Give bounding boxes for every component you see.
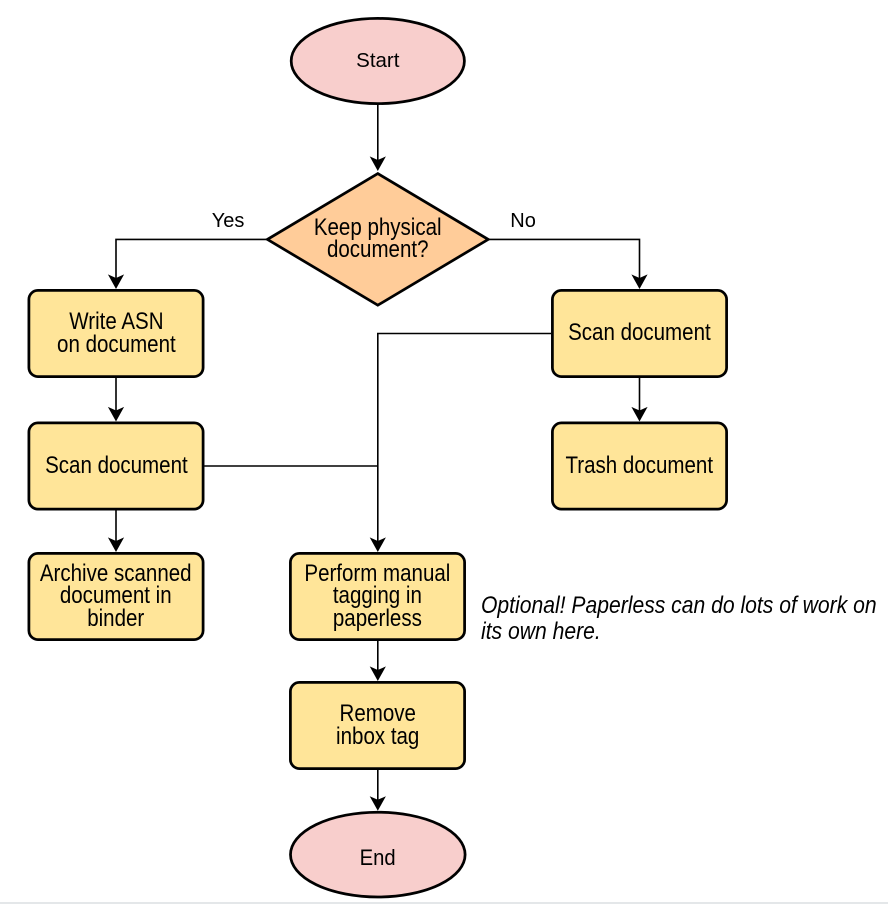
node-archive-shape <box>27 552 205 641</box>
node-decision-shape <box>264 171 491 307</box>
node-write-asn-shape <box>27 289 205 378</box>
node-trash-shape <box>551 421 728 511</box>
edge-arrowheads <box>107 156 648 811</box>
arrowhead-into-trash <box>631 406 648 422</box>
edge-lines <box>115 105 641 801</box>
bottom-divider <box>0 902 888 904</box>
node-end-shape <box>289 810 467 899</box>
arrowhead-into-decision <box>369 156 386 171</box>
node-remove-inbox-shape <box>289 681 466 770</box>
node-scan-right-shape <box>551 289 728 378</box>
arrowhead-into-archive <box>107 537 125 552</box>
arrowhead-into-end <box>369 796 386 811</box>
node-tagging-shape <box>289 552 466 641</box>
node-scan-left-shape <box>27 421 205 511</box>
edge-decision-write-asn <box>115 238 267 279</box>
arrowhead-into-write-asn <box>107 274 125 289</box>
arrowhead-into-remove <box>369 666 386 681</box>
arrowhead-into-tagging <box>369 537 386 552</box>
node-start-shape <box>289 17 466 105</box>
arrowhead-into-scan-left <box>107 406 125 422</box>
edge-scan-right-tagging <box>377 332 551 542</box>
edge-decision-scan-right <box>489 238 641 279</box>
arrowhead-into-scan-right <box>631 274 648 289</box>
